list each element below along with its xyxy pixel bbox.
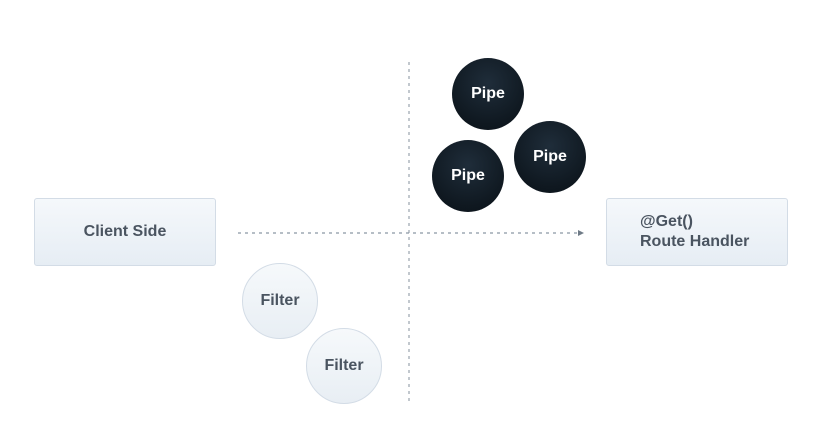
filter-circle: Filter [242,263,318,339]
arrow-head-icon [578,230,584,236]
filter-label: Filter [260,292,300,309]
pipe-circle: Pipe [514,121,586,193]
pipe-label: Pipe [533,148,567,165]
pipe-label: Pipe [471,85,505,102]
pipe-circle: Pipe [452,58,524,130]
pipe-circle: Pipe [432,140,504,212]
handler-name-label: Route Handler [640,233,750,250]
filter-label: Filter [324,357,364,374]
client-side-box: Client Side [34,198,216,266]
pipe-label: Pipe [451,167,485,184]
handler-decorator-label: @Get() [640,213,693,230]
filter-circle: Filter [306,328,382,404]
route-handler-box: @Get() Route Handler [606,198,788,266]
client-side-label: Client Side [83,223,167,240]
